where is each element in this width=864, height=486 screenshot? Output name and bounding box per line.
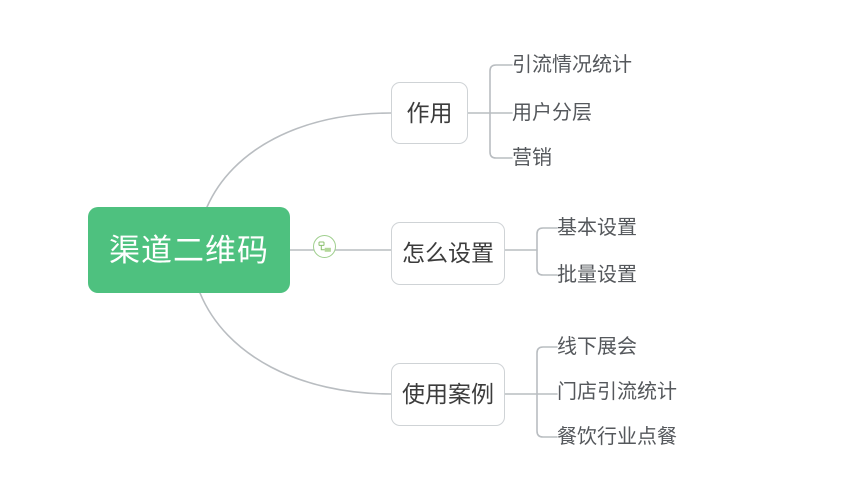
branch-node-2-label: 使用案例	[402, 381, 494, 407]
leaf-label-2-2[interactable]: 餐饮行业点餐	[557, 426, 677, 448]
edge-root-to-branch-2	[199, 292, 392, 395]
leaf-label-0-0[interactable]: 引流情况统计	[512, 54, 632, 76]
root-node[interactable]: 渠道二维码	[88, 207, 290, 293]
bracket-branch-1	[536, 227, 558, 276]
leaf-label-2-1[interactable]: 门店引流统计	[557, 381, 677, 403]
edge-root-to-branch-0	[206, 112, 392, 208]
branch-node-0[interactable]: 作用	[391, 82, 468, 144]
leaf-label-1-0[interactable]: 基本设置	[557, 217, 637, 239]
branch-node-2[interactable]: 使用案例	[391, 363, 505, 426]
branch-node-1[interactable]: 怎么设置	[391, 222, 505, 285]
leaf-label-1-1[interactable]: 批量设置	[557, 264, 637, 286]
branch-node-0-label: 作用	[406, 99, 453, 126]
leaf-label-2-0[interactable]: 线下展会	[557, 336, 637, 358]
collapse-node-icon[interactable]	[313, 235, 336, 258]
bracket-branch-0	[489, 64, 513, 159]
root-node-label: 渠道二维码	[109, 232, 269, 268]
branch-node-1-label: 怎么设置	[402, 240, 494, 266]
bracket-branch-2	[536, 346, 558, 438]
leaf-label-0-2[interactable]: 营销	[512, 147, 552, 169]
leaf-label-0-1[interactable]: 用户分层	[512, 102, 592, 124]
